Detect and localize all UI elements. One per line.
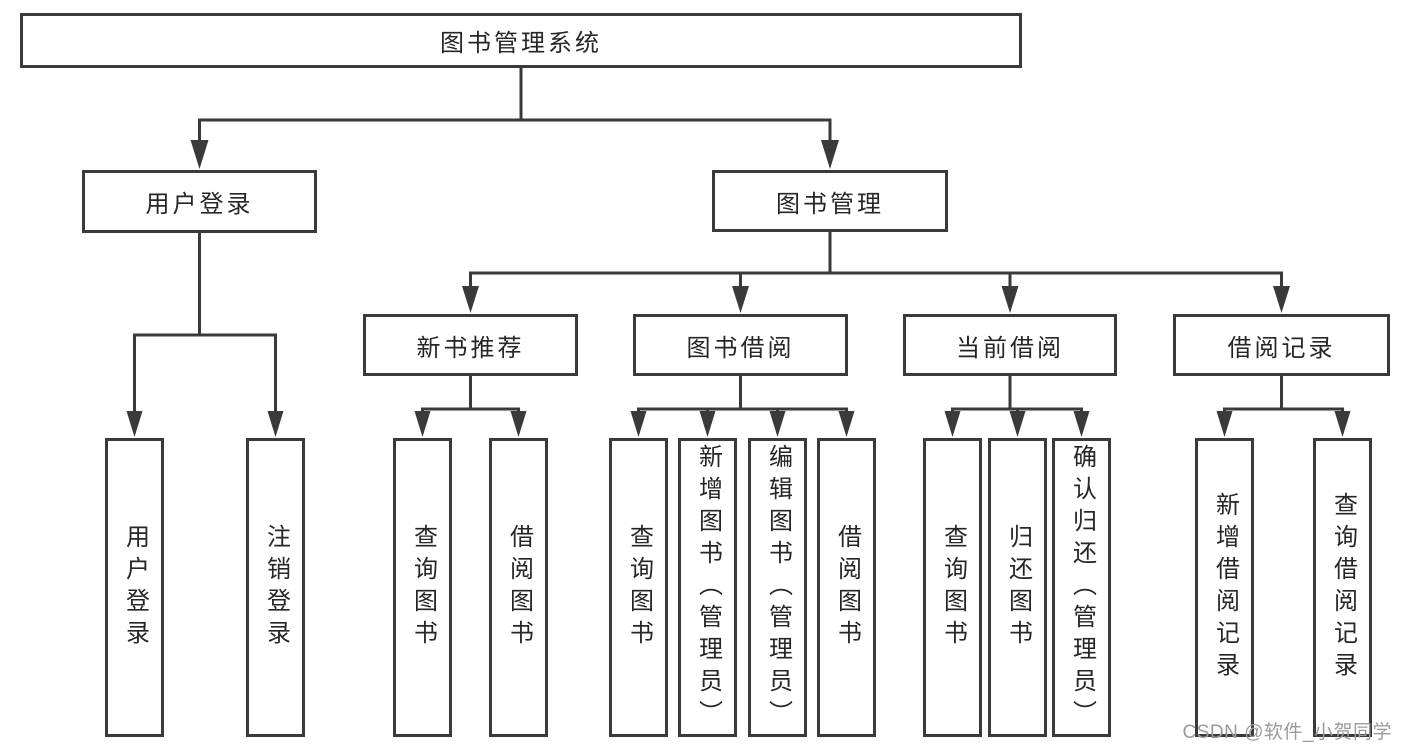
leaf-return-books-label: 归还图书 xyxy=(1004,523,1032,652)
node-book-borrowing: 图书借阅 xyxy=(633,314,848,376)
leaf-add-books-admin: 新增图书（管理员） xyxy=(678,438,737,737)
leaf-confirm-return-admin: 确认归还（管理员） xyxy=(1052,438,1111,737)
leaf-logout-label: 注销登录 xyxy=(262,523,290,652)
leaf-borrow-books-label: 借阅图书 xyxy=(833,523,861,652)
leaf-edit-books-admin-label: 编辑图书（管理员） xyxy=(764,443,792,732)
leaf-query-books-current: 查询图书 xyxy=(923,438,982,737)
leaf-query-books-borrow: 查询图书 xyxy=(609,438,668,737)
leaf-logout: 注销登录 xyxy=(246,438,305,737)
leaf-edit-books-admin: 编辑图书（管理员） xyxy=(748,438,807,737)
node-book-management: 图书管理 xyxy=(712,170,948,232)
leaf-add-borrow-record: 新增借阅记录 xyxy=(1195,438,1254,737)
leaf-query-borrow-record: 查询借阅记录 xyxy=(1313,438,1372,737)
node-library-system: 图书管理系统 xyxy=(20,13,1022,68)
leaf-add-borrow-record-label: 新增借阅记录 xyxy=(1211,491,1239,684)
leaf-query-books-recommend: 查询图书 xyxy=(393,438,452,737)
node-new-book-recommendation: 新书推荐 xyxy=(363,314,578,376)
leaf-borrow-books-recommend: 借阅图书 xyxy=(489,438,548,737)
leaf-query-books-recommend-label: 查询图书 xyxy=(409,523,437,652)
leaf-query-books-borrow-label: 查询图书 xyxy=(625,523,653,652)
leaf-confirm-return-admin-label: 确认归还（管理员） xyxy=(1068,443,1096,732)
leaf-borrow-books-recommend-label: 借阅图书 xyxy=(505,523,533,652)
node-current-borrowing: 当前借阅 xyxy=(903,314,1117,376)
leaf-query-borrow-record-label: 查询借阅记录 xyxy=(1329,491,1357,684)
node-borrowing-records: 借阅记录 xyxy=(1173,314,1390,376)
leaf-user-login: 用户登录 xyxy=(105,438,164,737)
leaf-return-books: 归还图书 xyxy=(988,438,1047,737)
leaf-borrow-books: 借阅图书 xyxy=(817,438,876,737)
leaf-user-login-label: 用户登录 xyxy=(121,523,149,652)
node-user-login: 用户登录 xyxy=(82,170,317,233)
leaf-query-books-current-label: 查询图书 xyxy=(939,523,967,652)
leaf-add-books-admin-label: 新增图书（管理员） xyxy=(694,443,722,732)
watermark: CSDN @软件_小贺同学 xyxy=(1182,722,1392,743)
